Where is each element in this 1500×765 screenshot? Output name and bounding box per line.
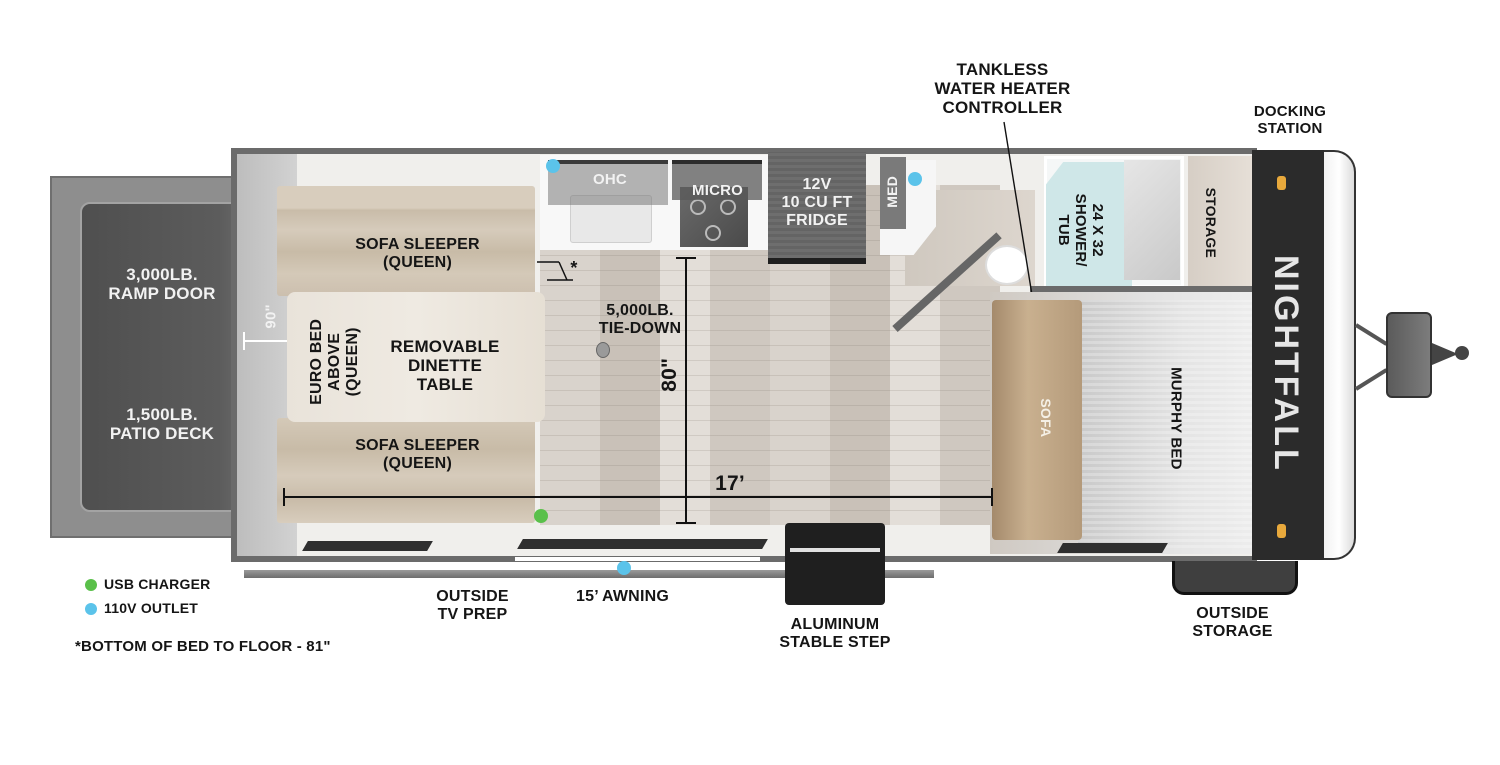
patio-deck-label: 1,500LB. PATIO DECK <box>109 405 215 444</box>
bath-wall <box>1030 286 1255 296</box>
legend-outlet-label: 110V OUTLET <box>104 600 199 616</box>
dim-80-tick <box>676 522 696 524</box>
sofa-label: SOFA <box>1037 398 1054 438</box>
entry-step <box>785 523 885 605</box>
window <box>302 541 433 551</box>
shower-tub-glass <box>1046 162 1132 286</box>
murphy-bed <box>1078 300 1254 548</box>
dim-80-label: 80" <box>658 357 682 392</box>
murphy-bed-label: MURPHY BED <box>1167 367 1185 470</box>
outside-storage-label: OUTSIDE STORAGE <box>1192 605 1273 640</box>
docking-station-label: DOCKING STATION <box>1253 103 1327 137</box>
fridge-label: 12V 10 CU FT FRIDGE <box>781 176 853 229</box>
outlet-icon <box>546 159 560 173</box>
awning <box>244 570 934 578</box>
outside-storage <box>1172 561 1298 595</box>
overhead-cabinet <box>548 160 668 205</box>
hitch-coupler <box>1455 346 1469 360</box>
medicine-cabinet <box>880 157 906 229</box>
marker-light-icon <box>1277 176 1286 190</box>
asterisk-marker: * <box>570 258 578 278</box>
tie-down-icon <box>596 342 610 358</box>
dinette-table <box>287 292 545 422</box>
outside-tv-label: OUTSIDE TV PREP <box>436 588 509 623</box>
outlet-icon <box>85 603 97 615</box>
marker-light-icon <box>1277 524 1286 538</box>
water-heater-label: TANKLESS WATER HEATER CONTROLLER <box>934 60 1071 118</box>
front-sofa <box>992 300 1082 540</box>
awning-label: 15’ AWNING <box>576 588 669 605</box>
ohc-label: OHC <box>593 171 627 188</box>
dinette-label: REMOVABLE DINETTE TABLE <box>390 337 500 395</box>
hitch-arm <box>1354 368 1388 391</box>
hitch-arm <box>1354 323 1388 346</box>
dim-17-tick <box>991 488 993 506</box>
dim-80-line <box>685 257 687 523</box>
front-cap-nose <box>1324 150 1356 560</box>
bed-height-marker <box>537 261 573 281</box>
propane-box <box>1386 312 1432 398</box>
step-tread <box>790 548 880 552</box>
window <box>517 539 768 549</box>
brand-logo: NIGHTFALL <box>1267 255 1305 473</box>
med-label: MED <box>884 175 901 208</box>
storage-label: STORAGE <box>1202 187 1219 259</box>
legend-usb-label: USB CHARGER <box>104 576 211 592</box>
micro-label: MICRO <box>692 182 743 199</box>
tv-prep-strip <box>515 557 760 561</box>
burner-icon <box>720 199 736 215</box>
sofa-sleeper-bottom <box>277 418 535 523</box>
sofa-sleeper-bottom-label: SOFA SLEEPER (QUEEN) <box>355 437 480 472</box>
shower-label: 24 X 32 SHOWER/ TUB <box>1055 193 1107 267</box>
ramp-door-label: 3,000LB. RAMP DOOR <box>108 265 216 304</box>
dim-90-label: 90" <box>262 304 280 329</box>
dim-90-line <box>243 340 295 342</box>
euro-bed-label: EURO BED ABOVE (QUEEN) <box>308 318 361 405</box>
window <box>1057 543 1168 553</box>
microwave <box>672 160 762 200</box>
burner-icon <box>705 225 721 241</box>
outlet-icon <box>908 172 922 186</box>
leader-line <box>1003 121 1033 296</box>
burner-icon <box>690 199 706 215</box>
usb-charger-icon <box>85 579 97 591</box>
toilet <box>985 245 1029 285</box>
dim-17-line <box>283 496 993 498</box>
outlet-icon <box>617 561 631 575</box>
sofa-sleeper-top <box>277 186 535 296</box>
storage-closet <box>1188 156 1252 288</box>
fridge <box>768 152 866 264</box>
tie-down-label: 5,000LB. TIE-DOWN <box>598 302 682 337</box>
dim-17-label: 17’ <box>715 472 745 495</box>
footnote: *BOTTOM OF BED TO FLOOR - 81" <box>75 638 331 655</box>
sofa-sleeper-top-label: SOFA SLEEPER (QUEEN) <box>355 236 480 271</box>
usb-charger-icon <box>534 509 548 523</box>
dim-90-tick-left <box>243 332 245 350</box>
shower-wall <box>1124 160 1180 280</box>
dim-17-tick <box>283 488 285 506</box>
front-cap <box>1252 150 1324 560</box>
stable-step-label: ALUMINUM STABLE STEP <box>779 616 891 651</box>
dim-80-tick <box>676 257 696 259</box>
